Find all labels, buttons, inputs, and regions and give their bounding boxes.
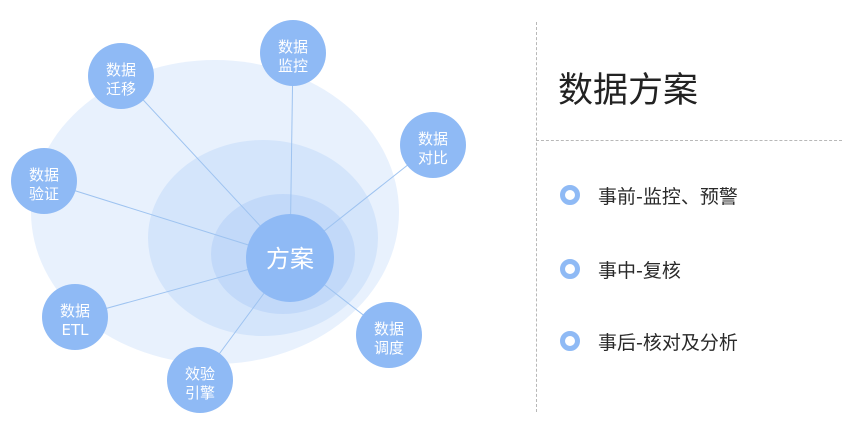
bullet-item-before: 事前-监控、预警	[560, 183, 738, 208]
node-circle	[167, 347, 233, 413]
node-label: 数据	[106, 61, 136, 79]
node-label: 迁移	[106, 80, 136, 98]
node-label: 效验	[185, 365, 215, 383]
bullet-label: 事前-监控、预警	[598, 185, 738, 208]
node-label: 数据	[418, 130, 448, 148]
node-label: 引擎	[185, 384, 215, 402]
node-circle	[42, 284, 108, 350]
node-circle	[400, 112, 466, 178]
node-circle	[11, 148, 77, 214]
node-label: 验证	[29, 185, 59, 203]
center-circle	[246, 214, 334, 302]
node-label: 数据	[29, 166, 59, 184]
node-circle	[356, 302, 422, 368]
center-label: 方案	[266, 245, 314, 273]
bullet-item-during: 事中-复核	[560, 257, 681, 282]
ring-bullet-icon	[560, 331, 580, 351]
bullet-label: 事后-核对及分析	[598, 331, 738, 354]
node-circle	[260, 20, 326, 86]
node-label: 数据	[60, 302, 90, 320]
node-label: 对比	[418, 149, 448, 167]
node-label: ETL	[62, 321, 90, 339]
node-circle	[88, 43, 154, 109]
bullet-label: 事中-复核	[598, 259, 681, 282]
center-node: 方案	[246, 214, 334, 302]
ring-bullet-icon	[560, 185, 580, 205]
horizontal-divider	[536, 140, 842, 141]
bullet-item-after: 事后-核对及分析	[560, 329, 738, 354]
node-label: 调度	[374, 339, 404, 357]
node-label: 数据	[278, 38, 308, 56]
panel-title: 数据方案	[558, 71, 699, 111]
vertical-divider	[536, 22, 537, 412]
node-label: 数据	[374, 320, 404, 338]
node-label: 监控	[278, 57, 308, 75]
ring-bullet-icon	[560, 259, 580, 279]
